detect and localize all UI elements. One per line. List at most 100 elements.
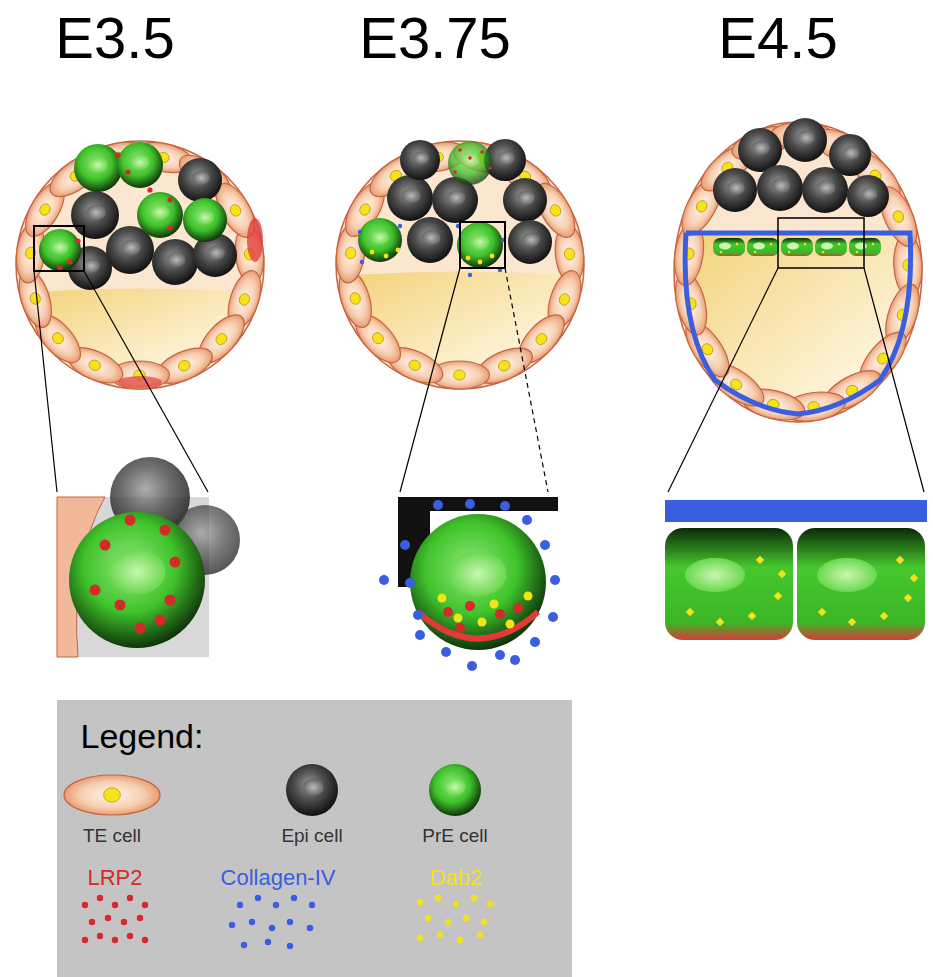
dab2-dot (910, 574, 918, 582)
ellipse-shape (454, 370, 466, 380)
leader-line (668, 268, 778, 492)
dot (398, 224, 402, 228)
dot (822, 251, 825, 254)
dot (480, 150, 484, 154)
embryo-outline (16, 141, 264, 389)
dab2-dot (880, 612, 888, 620)
dot (522, 515, 532, 525)
leader-line (34, 271, 57, 492)
circle-shape (137, 192, 183, 238)
circle-shape (39, 229, 81, 271)
pre-cell (410, 514, 546, 650)
pre-cell (358, 218, 402, 262)
ellipse-shape (371, 230, 389, 245)
epi-cell (783, 118, 827, 162)
dot (788, 251, 791, 254)
ellipse-shape (29, 291, 42, 305)
dot (463, 915, 469, 921)
dot (457, 937, 463, 943)
pre-cell-flat (849, 238, 881, 256)
stage-label: E3.75 (359, 6, 511, 70)
dot (155, 615, 166, 626)
ellipse-shape (817, 558, 877, 592)
dot (550, 575, 560, 585)
dot (524, 592, 533, 601)
pre-cell (457, 222, 503, 268)
legend-text: LRP2 (87, 866, 142, 890)
dot (82, 937, 88, 943)
rect-shape (665, 522, 927, 528)
legend-swatch (82, 895, 148, 943)
dot (443, 607, 453, 617)
legend-panel (57, 700, 572, 977)
dot (307, 925, 313, 931)
dot (121, 919, 127, 925)
dot (237, 902, 243, 908)
dot (495, 609, 505, 619)
ellipse-shape (534, 331, 549, 346)
dot (468, 273, 472, 277)
dot (170, 557, 181, 568)
ellipse-shape (564, 248, 575, 261)
dot (396, 248, 401, 253)
dot (115, 600, 126, 611)
lrp2-edge (418, 612, 538, 639)
ellipse-shape (727, 181, 745, 195)
dot (127, 933, 133, 939)
dot (437, 932, 443, 938)
dot (490, 600, 499, 609)
legend-text: Dab2 (430, 866, 483, 890)
dab2-dot (716, 618, 724, 626)
pre-cell (183, 198, 227, 242)
dot (856, 251, 859, 254)
dot (360, 260, 364, 264)
ellipse-shape (685, 558, 745, 592)
ellipse-shape (196, 210, 214, 225)
epi-cell (802, 167, 848, 213)
dot (468, 156, 472, 160)
dot (137, 915, 143, 921)
ellipse-shape (497, 359, 512, 373)
pre-cell-flat (747, 238, 779, 256)
ellipse-shape (855, 243, 867, 250)
pre-cell-flat (815, 238, 847, 256)
circle-shape (152, 239, 198, 285)
legend-text: TE cell (83, 826, 141, 847)
basement-membrane (665, 500, 927, 522)
ellipse-shape (548, 203, 563, 218)
dot (453, 901, 459, 907)
dot (488, 166, 492, 170)
dot (67, 259, 72, 264)
ellipse-shape (719, 243, 731, 250)
ellipse-shape (498, 151, 515, 164)
ellipse-shape (470, 235, 489, 250)
circle-shape (410, 514, 546, 650)
legend-heading: Legend: (81, 718, 204, 755)
circle-shape (847, 175, 889, 217)
dot (241, 942, 247, 948)
dab2-dot (848, 618, 856, 626)
circle-shape (448, 141, 492, 185)
ellipse-shape (130, 155, 149, 170)
ellipse-shape (87, 205, 106, 220)
ellipse-shape (413, 152, 429, 165)
dot (770, 243, 773, 246)
dot (75, 238, 80, 243)
dot (105, 915, 111, 921)
dot (425, 915, 431, 921)
ellipse-shape (108, 549, 165, 594)
dab2-dot (774, 592, 782, 600)
dot (269, 925, 275, 931)
dot (838, 243, 841, 246)
epi-cell (757, 165, 803, 211)
dot (291, 895, 297, 901)
dot (417, 899, 423, 905)
pre-cell (429, 764, 481, 816)
basement-membrane (685, 233, 911, 414)
dot (530, 637, 540, 647)
dot (454, 614, 463, 623)
dot (287, 919, 293, 925)
ellipse-shape (247, 218, 263, 262)
circle-shape (71, 191, 119, 239)
ellipse-shape (303, 779, 324, 796)
